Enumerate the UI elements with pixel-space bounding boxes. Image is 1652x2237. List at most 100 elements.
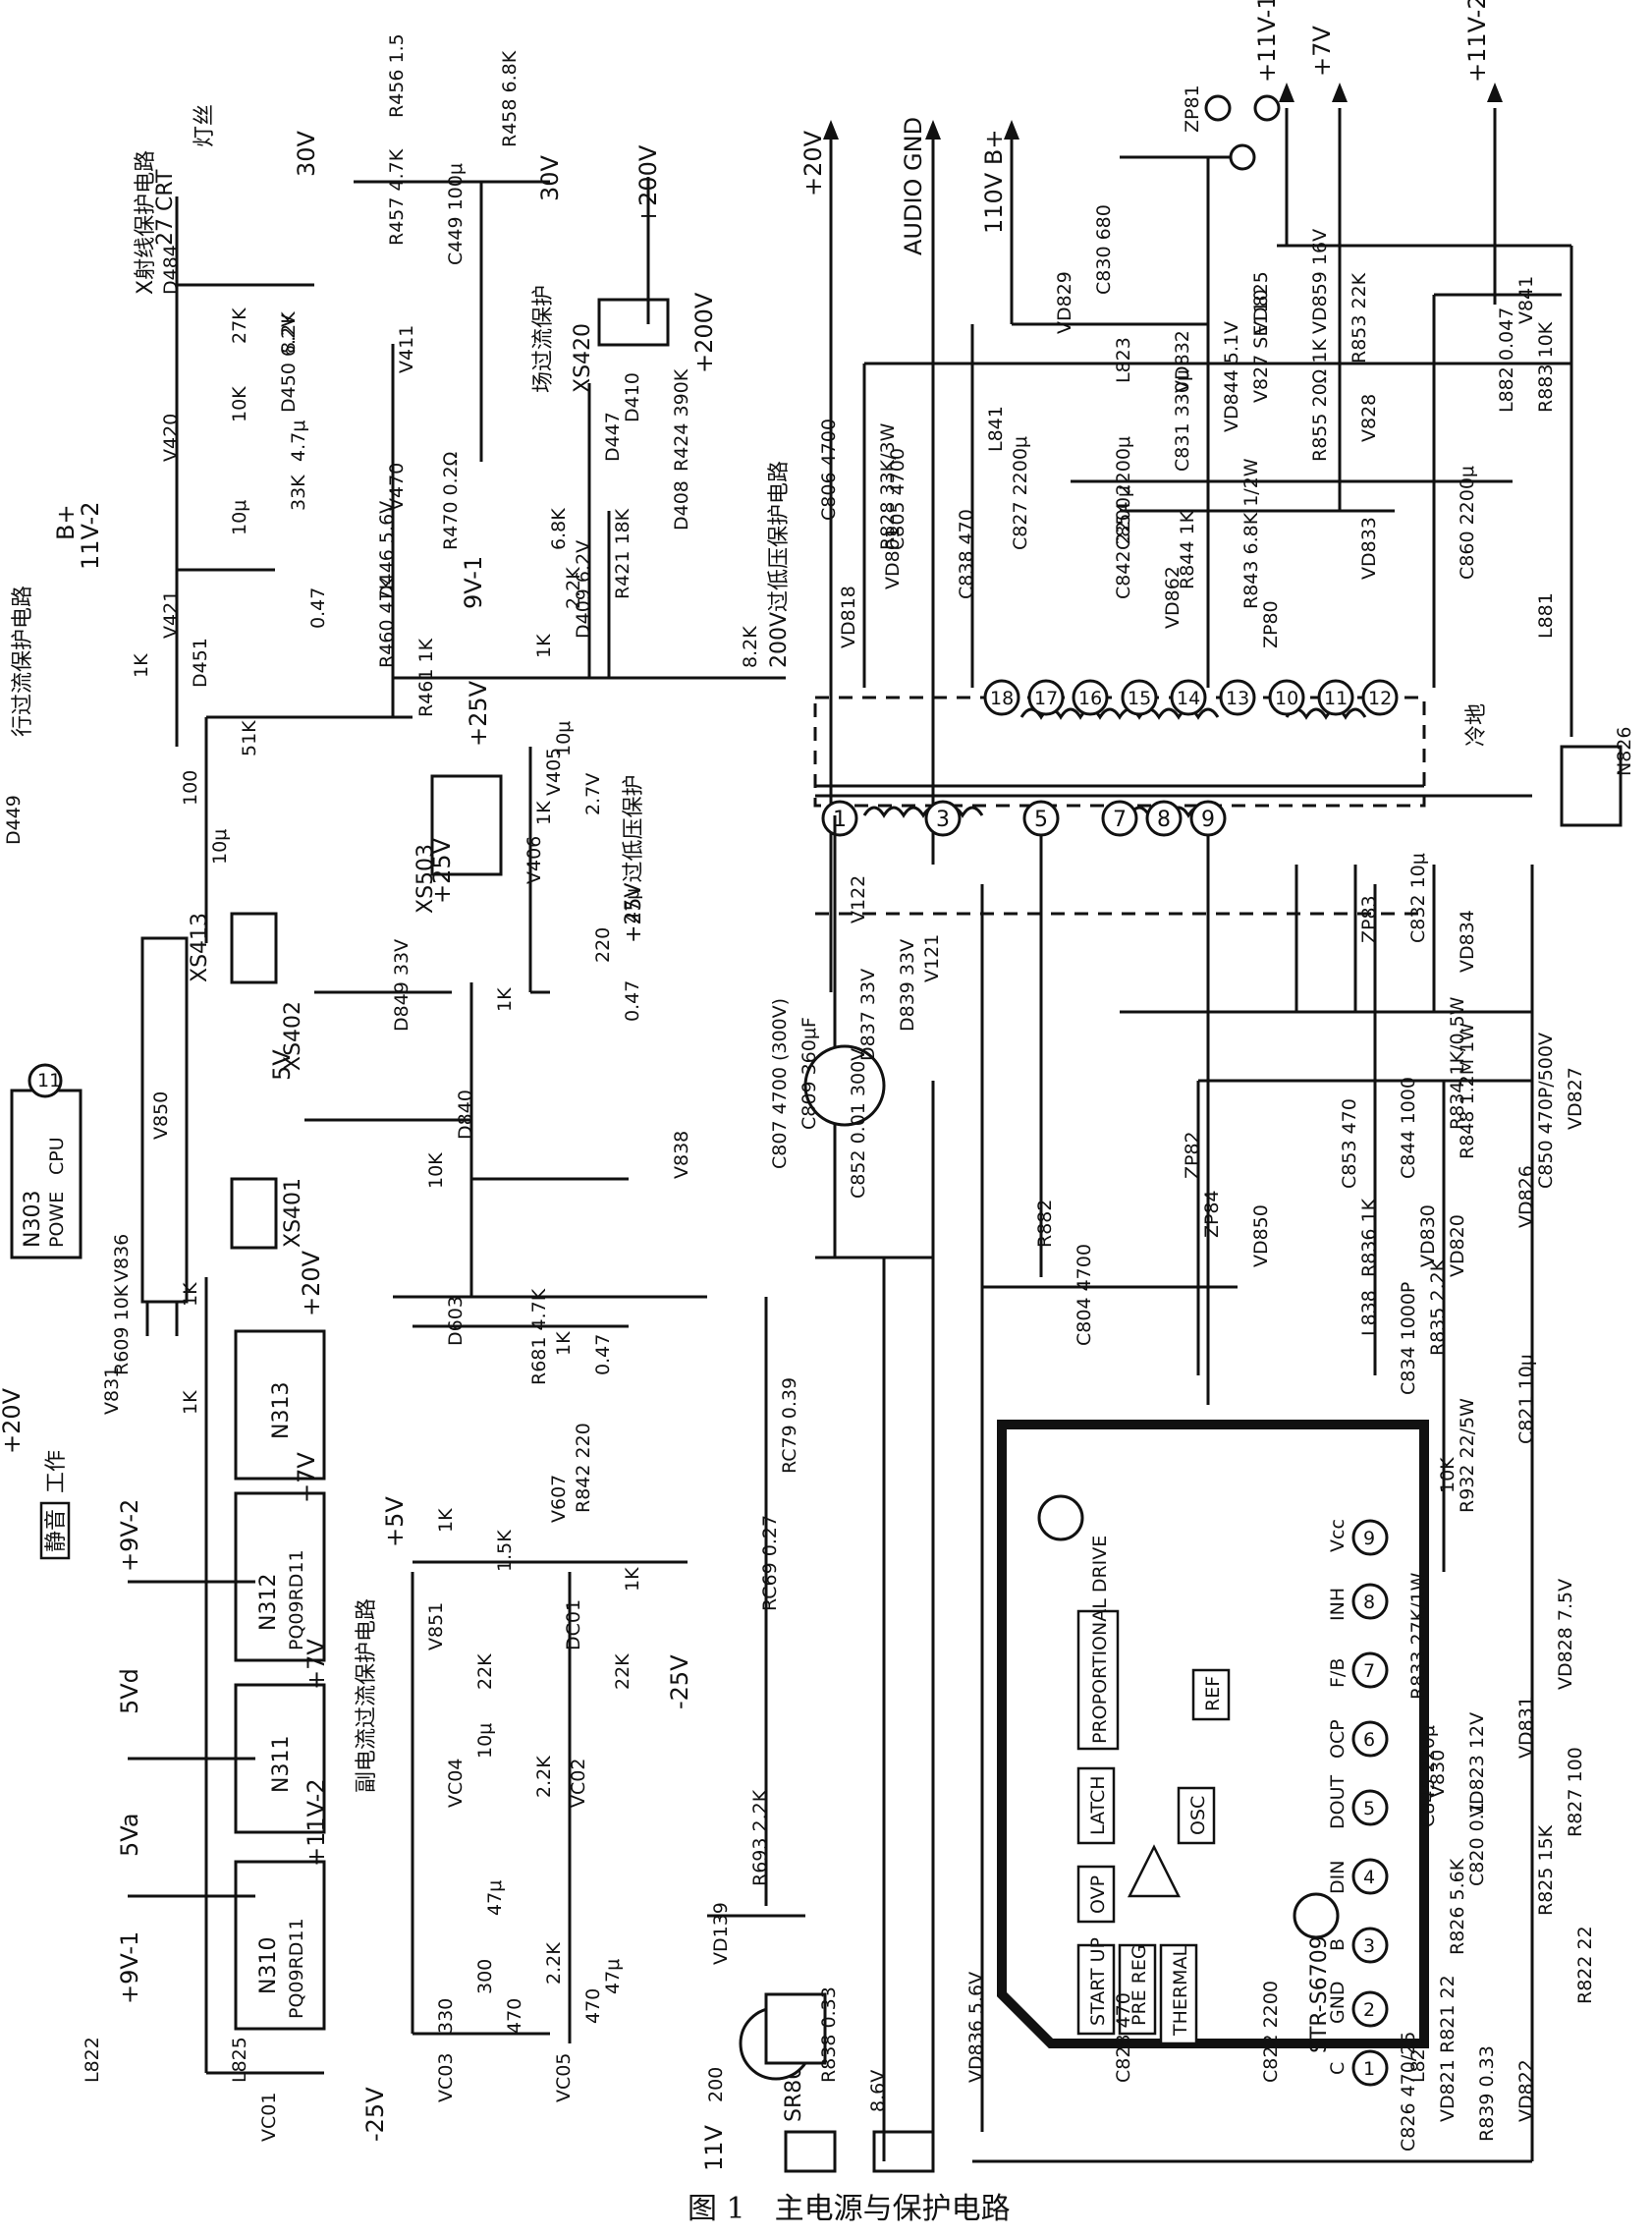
svg-text:4: 4	[1363, 1867, 1375, 1888]
component-label-v405: V405	[543, 748, 565, 796]
component-value: 27K	[229, 308, 250, 344]
rail-20v: +20V	[799, 130, 827, 196]
component-label-d840: D840	[455, 1090, 476, 1140]
component-label-r456: R456 1.5	[386, 33, 408, 118]
component-label-r834: R834 1K/0.5W	[1447, 996, 1468, 1130]
component-label-d603: D603	[445, 1296, 467, 1346]
regulator-ref: N312	[256, 1574, 281, 1631]
rail-11v-2: +11V-2	[1463, 0, 1491, 83]
rail-label: +9V-2	[116, 1499, 143, 1572]
component-label-vd859: VD859 16V	[1309, 229, 1331, 334]
component-value: 8.2K	[278, 311, 300, 354]
cpu-block: N303 POWE CPU 11	[10, 1063, 83, 1259]
component-value: 47μ	[602, 1959, 624, 1994]
regulator-part: PQ09RD11	[286, 1549, 307, 1650]
component-label-vd826: VD826	[1515, 1165, 1537, 1228]
svg-text:11: 11	[37, 1070, 61, 1091]
component-value: 1K	[533, 801, 555, 825]
component-label-c821: C821 10μ	[1515, 1354, 1537, 1444]
component-label-v122: V122	[848, 875, 869, 923]
component-value: 470	[582, 1988, 604, 2024]
component-label-v607: V607	[548, 1475, 570, 1523]
regulator-n313: N313	[234, 1329, 326, 1481]
component-label-d449: D449	[3, 795, 25, 845]
component-label-c850: C850 470P/500V	[1535, 1033, 1557, 1189]
rail-label: -25V	[361, 2087, 389, 2142]
component-label-r839: R839 0.33	[1476, 2045, 1498, 2142]
rail-label: +200V	[690, 292, 718, 373]
ic-pin-name: DOUT	[1327, 1775, 1349, 1829]
rail-label: +5V	[381, 1496, 409, 1547]
connector-label: XS413	[188, 913, 212, 982]
transistor-icon	[1037, 1494, 1084, 1541]
component-value: 470	[504, 1998, 525, 2034]
component-label-vd818: VD818	[838, 586, 859, 648]
component-label-r461: R461 1K	[415, 638, 437, 717]
transformer-pin	[1101, 800, 1138, 837]
component-value: 10K	[425, 1152, 447, 1189]
component-value: 1K	[494, 987, 516, 1012]
arrow-up-icon	[1004, 120, 1019, 140]
component-label-d408: D408	[671, 480, 692, 531]
component-label-c834: C834 1000P	[1398, 1282, 1419, 1395]
component-label-r835: R835 2.2K	[1427, 1258, 1449, 1356]
component-value: 0.47	[592, 1334, 614, 1375]
rail-label: B+	[52, 504, 80, 540]
rail-audio-gnd: AUDIO GND	[900, 117, 927, 255]
transformer-pin-label: 15	[1128, 688, 1151, 709]
svg-text:5: 5	[1363, 1798, 1375, 1819]
component-value: 47μ	[622, 888, 643, 923]
component-value: 51K	[239, 720, 260, 756]
rail-7v: +7V	[1308, 26, 1336, 77]
v200-protection-label: 200V过低压保护电路	[767, 461, 792, 668]
component-value: 22K	[474, 1653, 496, 1690]
component-label-c844: C844 1000	[1398, 1077, 1419, 1179]
rail-label: 5Va	[116, 1813, 143, 1857]
component-label-v841: V841	[1515, 276, 1537, 324]
ic-pin-name: DIN	[1327, 1861, 1349, 1894]
component-label-vc04: VC04	[445, 1759, 467, 1808]
component-label-v421: V421	[160, 590, 182, 639]
component-label-c830: C830 680	[1093, 204, 1115, 295]
component-label-r826: R826 5.6K	[1447, 1858, 1468, 1955]
rail-label: +7V	[293, 1452, 320, 1503]
component-label-d837: D837 33V	[857, 969, 879, 1061]
rail-label: +7V	[303, 1639, 330, 1690]
section-labels: X射线保护电路 行过流保护电路 场过流保护 200V过低压保护电路 +25V过低…	[11, 104, 792, 1793]
svg-text:3: 3	[1363, 1935, 1375, 1957]
component-label-v831: V831	[101, 1367, 123, 1415]
mute-label: 静音	[44, 1509, 69, 1552]
component-value: 10μ	[229, 500, 250, 535]
ic-pin-name: INH	[1327, 1588, 1349, 1621]
component-label-r457: R457 4.7K	[386, 148, 408, 246]
component-label-r424: R424 390K	[671, 368, 692, 472]
ic-block-label: REF	[1202, 1676, 1224, 1711]
component-label-v838: V838	[671, 1131, 692, 1179]
ic-pin-row: 1 2 3 4 5 6 7 8 9	[1351, 1519, 1389, 2087]
arrow-up-icon	[925, 120, 941, 140]
component-label-d484: D484	[160, 245, 182, 295]
regulator-ref: N310	[256, 1937, 281, 1994]
svg-text:1: 1	[1363, 2058, 1375, 2080]
component-label-c831: C831 330μ	[1172, 369, 1193, 472]
component-label-vc01: VC01	[258, 2093, 280, 2142]
component-label-zp83: ZP83	[1358, 895, 1380, 943]
component-value: 22K	[612, 1653, 633, 1690]
component-label-v828: V828	[1358, 394, 1380, 442]
component-label-r853: R853 22K	[1349, 272, 1370, 364]
component-label-c805: C805 4700	[887, 448, 909, 550]
relay-icon	[764, 1992, 827, 2065]
component-value: 6.8K	[548, 508, 570, 550]
component-label-c449: C449 100μ	[445, 163, 467, 265]
svg-text:9: 9	[1363, 1528, 1375, 1549]
component-label-c806: C806 4700	[818, 419, 840, 521]
ic-pin-name: Vcc	[1327, 1519, 1349, 1552]
rail-label: +25V	[428, 837, 456, 904]
component-value: 0.47	[307, 587, 329, 629]
component-label-l822: L822	[82, 2037, 103, 2083]
component-label-v850: V850	[150, 1091, 172, 1140]
component-label-d447: D447	[602, 412, 624, 462]
transformer-pin-label: 17	[1034, 688, 1058, 709]
component-label-v411: V411	[396, 325, 417, 373]
rail-label: -25V	[666, 1654, 693, 1709]
